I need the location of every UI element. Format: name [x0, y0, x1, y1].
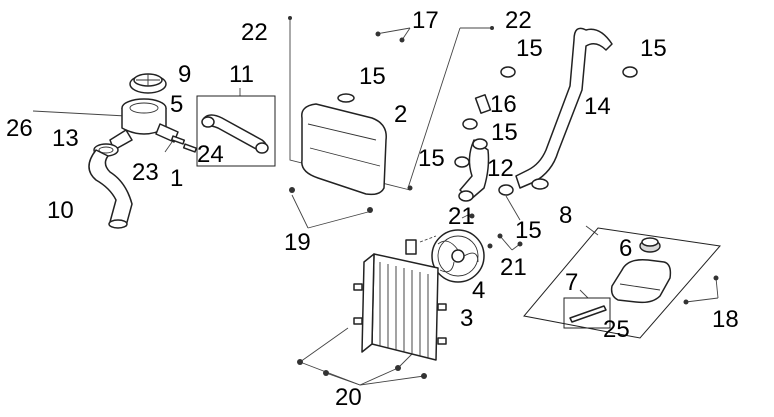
label-25: 25	[603, 316, 630, 343]
label-9: 9	[178, 61, 191, 88]
label-4: 4	[472, 277, 485, 304]
label-15-far-right: 15	[640, 35, 667, 62]
label-1: 1	[170, 165, 183, 192]
label-20: 20	[335, 384, 362, 411]
label-15-left: 15	[418, 145, 445, 172]
label-13: 13	[52, 125, 79, 152]
label-15-top: 15	[516, 35, 543, 62]
pipe-box-part-11	[196, 95, 276, 167]
radiator-part-3	[297, 239, 447, 379]
part-labels: 22 17 22 15 15 9 11 15 5 2 16 14 26 13 1…	[6, 7, 739, 411]
clamp-part-15-top	[454, 66, 638, 196]
label-17: 17	[412, 7, 439, 34]
label-15-lower: 15	[515, 217, 542, 244]
coolant-hose-part-10	[88, 149, 133, 229]
label-26: 26	[6, 115, 33, 142]
label-12: 12	[487, 155, 514, 182]
label-11: 11	[229, 61, 254, 88]
leader-lines	[32, 18, 719, 386]
label-6: 6	[619, 235, 632, 262]
label-19: 19	[284, 229, 311, 256]
label-8: 8	[559, 202, 572, 229]
hose-box-part-7	[563, 297, 611, 329]
label-21-upper: 21	[448, 203, 475, 230]
long-hose-part-14	[515, 27, 613, 190]
reservoir-plate-part-8	[523, 227, 721, 339]
label-22-right: 22	[505, 7, 532, 34]
thermostat-cap-part-9	[129, 73, 167, 94]
bolts-parts-23-1	[170, 135, 198, 153]
cooling-fan-part-4	[431, 213, 523, 283]
label-5: 5	[170, 91, 183, 118]
label-22-left: 22	[241, 19, 268, 46]
reservoir-bottle	[610, 258, 719, 305]
label-18: 18	[712, 306, 739, 333]
label-3: 3	[460, 305, 473, 332]
label-16: 16	[490, 91, 517, 118]
label-14: 14	[584, 93, 611, 120]
label-24: 24	[197, 141, 224, 168]
label-15-mid: 15	[491, 119, 518, 146]
label-10: 10	[47, 197, 74, 224]
fitting-part-16	[474, 94, 492, 114]
thermostat-housing-part-5	[109, 98, 179, 151]
label-2: 2	[394, 101, 407, 128]
label-7: 7	[565, 269, 578, 296]
expansion-tank-part-2	[288, 16, 494, 213]
label-15-tank: 15	[359, 63, 386, 90]
reservoir-cap-part-6	[639, 237, 661, 253]
short-hose-part-12	[458, 138, 490, 202]
label-23: 23	[132, 159, 159, 186]
label-21-lower: 21	[500, 254, 527, 281]
